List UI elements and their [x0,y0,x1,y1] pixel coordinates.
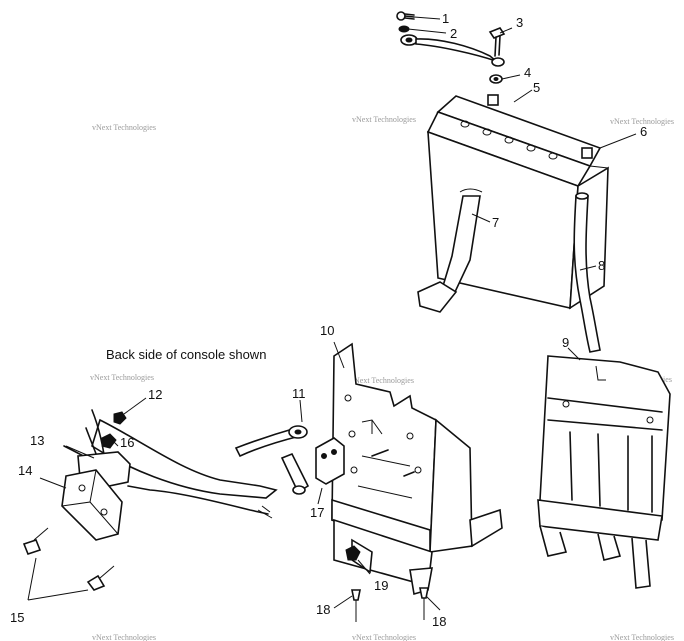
callout-13: 13 [30,433,44,448]
callout-12: 12 [148,387,162,402]
leader-lines [27,16,637,611]
watermark-text: vNext Technologies [352,633,416,641]
callout-8: 8 [598,258,605,273]
terminal-washer-part [398,25,410,33]
callout-17: 17 [310,505,324,520]
battery-strap-part [417,188,483,313]
watermark-text: vNext Technologies [610,117,674,126]
callout-1: 1 [442,11,449,26]
hold-down-rod-part [234,425,310,495]
terminal-screw-part [396,11,415,21]
callout-16: 16 [120,435,134,450]
callout-3: 3 [516,15,523,30]
callout-19: 19 [374,578,388,593]
battery-cable-part [400,34,505,67]
bracket-nut-part [345,545,361,561]
callout-18: 18 [316,602,330,617]
callout-18: 18 [432,614,446,629]
diagram-caption: Back side of console shown [106,347,266,362]
callout-11: 11 [292,386,306,401]
callout-labels: 1 2 3 4 5 6 7 8 9 10 11 12 13 14 15 16 1… [10,11,647,629]
callout-2: 2 [450,26,457,41]
callout-10: 10 [320,323,334,338]
watermark-text: vNext Technologies [610,633,674,641]
watermark-text: vNext Technologies [92,633,156,641]
battery-tray-part [537,355,671,589]
clamp-block-part [315,437,345,485]
regulator-module-part [61,469,123,541]
callout-15: 15 [10,610,24,625]
bracket-screw-part [351,587,429,622]
callout-6: 6 [640,124,647,139]
console-nut-part [113,411,127,425]
callout-5: 5 [533,80,540,95]
module-screw-part [22,527,115,591]
callout-7: 7 [492,215,499,230]
mounting-bracket-part [331,342,503,596]
vent-tube-part [573,192,601,353]
terminal-nut-part [489,74,503,84]
watermark-text: vNext Technologies [90,373,154,382]
callout-9: 9 [562,335,569,350]
watermark-text: vNext Technologies [92,123,156,132]
callout-4: 4 [524,65,531,80]
terminal-bolt-part [488,27,506,57]
watermark-text: vNext Technologies [352,115,416,124]
callout-14: 14 [18,463,32,478]
console-washer-part [101,433,117,449]
watermark-text: vNext Technologies [350,376,414,385]
